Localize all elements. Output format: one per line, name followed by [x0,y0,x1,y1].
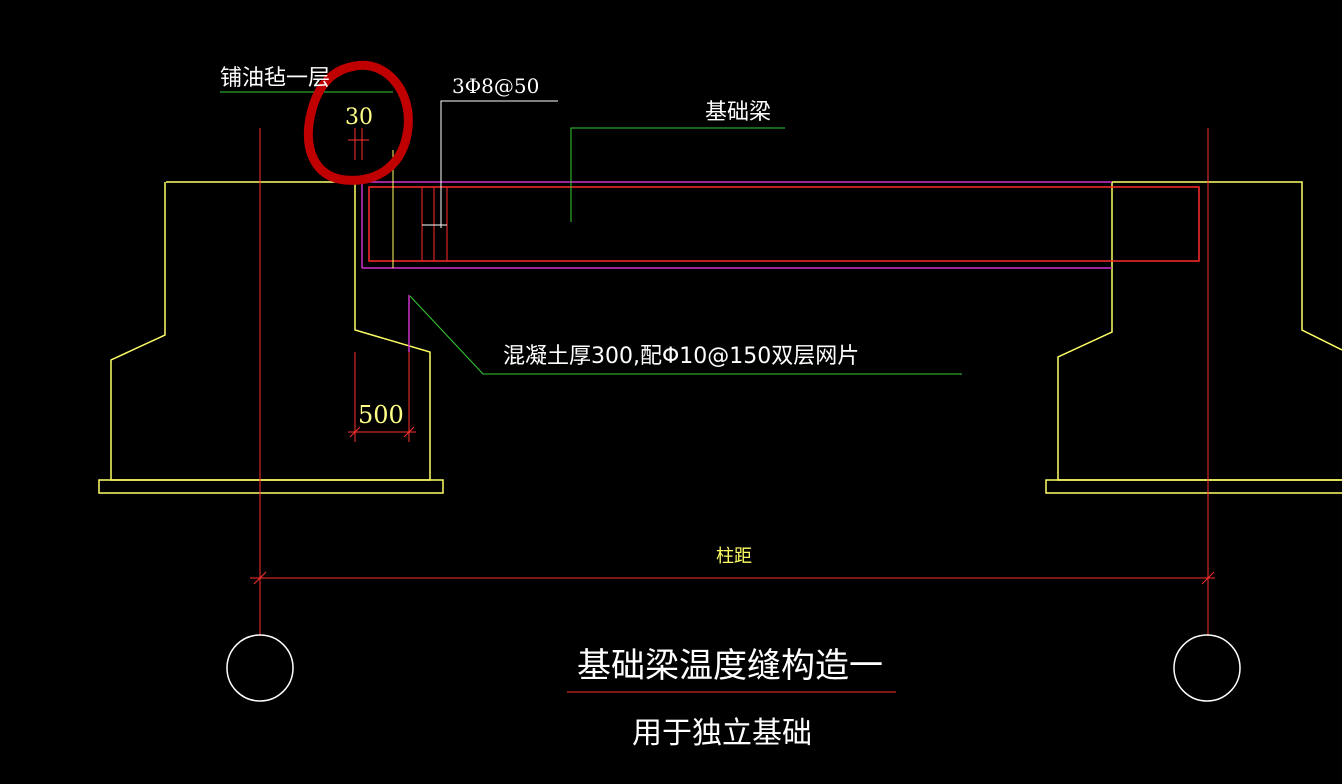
anchor-dim-tick-left [349,426,361,438]
right-footing [1045,181,1342,494]
axis-lines [250,128,1215,636]
left-footing-base [98,479,444,494]
beam-label: 基础梁 [705,100,771,125]
column-spacing-label: 柱距 [716,546,752,567]
slab-leader-line [409,295,962,375]
leader-lines [220,91,962,693]
anchor-dim-tick-right [403,426,415,438]
right-axis-bubble [1173,634,1241,702]
left-footing [98,181,444,494]
drawing-subtitle: 用于独立基础 [632,716,812,751]
anchor-dim-label: 500 [358,401,404,429]
right-footing-left-side [1057,182,1342,481]
slab-note-label: 混凝土厚300,配Φ10@150双层网片 [503,344,859,369]
foundation-beam [360,150,1200,352]
right-footing-outline [1112,181,1342,351]
left-axis-bubble [226,634,294,702]
stirrup-leader-line [440,100,558,228]
beam-rebar-cage [368,186,1200,262]
dimension-marks [348,128,416,442]
felt-note-label: 铺油毡一层 [220,66,330,91]
spacing-tick-left [253,571,267,585]
drawing-title: 基础梁温度缝构造一 [577,646,883,686]
left-footing-outline [110,181,431,481]
right-footing-base [1045,479,1342,494]
gap-dim-label: 30 [345,105,373,130]
beam-leader-line [570,127,785,222]
spacing-tick-right [1201,571,1215,585]
stirrup-note-label: 3Φ8@50 [452,74,539,98]
highlight-circle [303,60,413,185]
